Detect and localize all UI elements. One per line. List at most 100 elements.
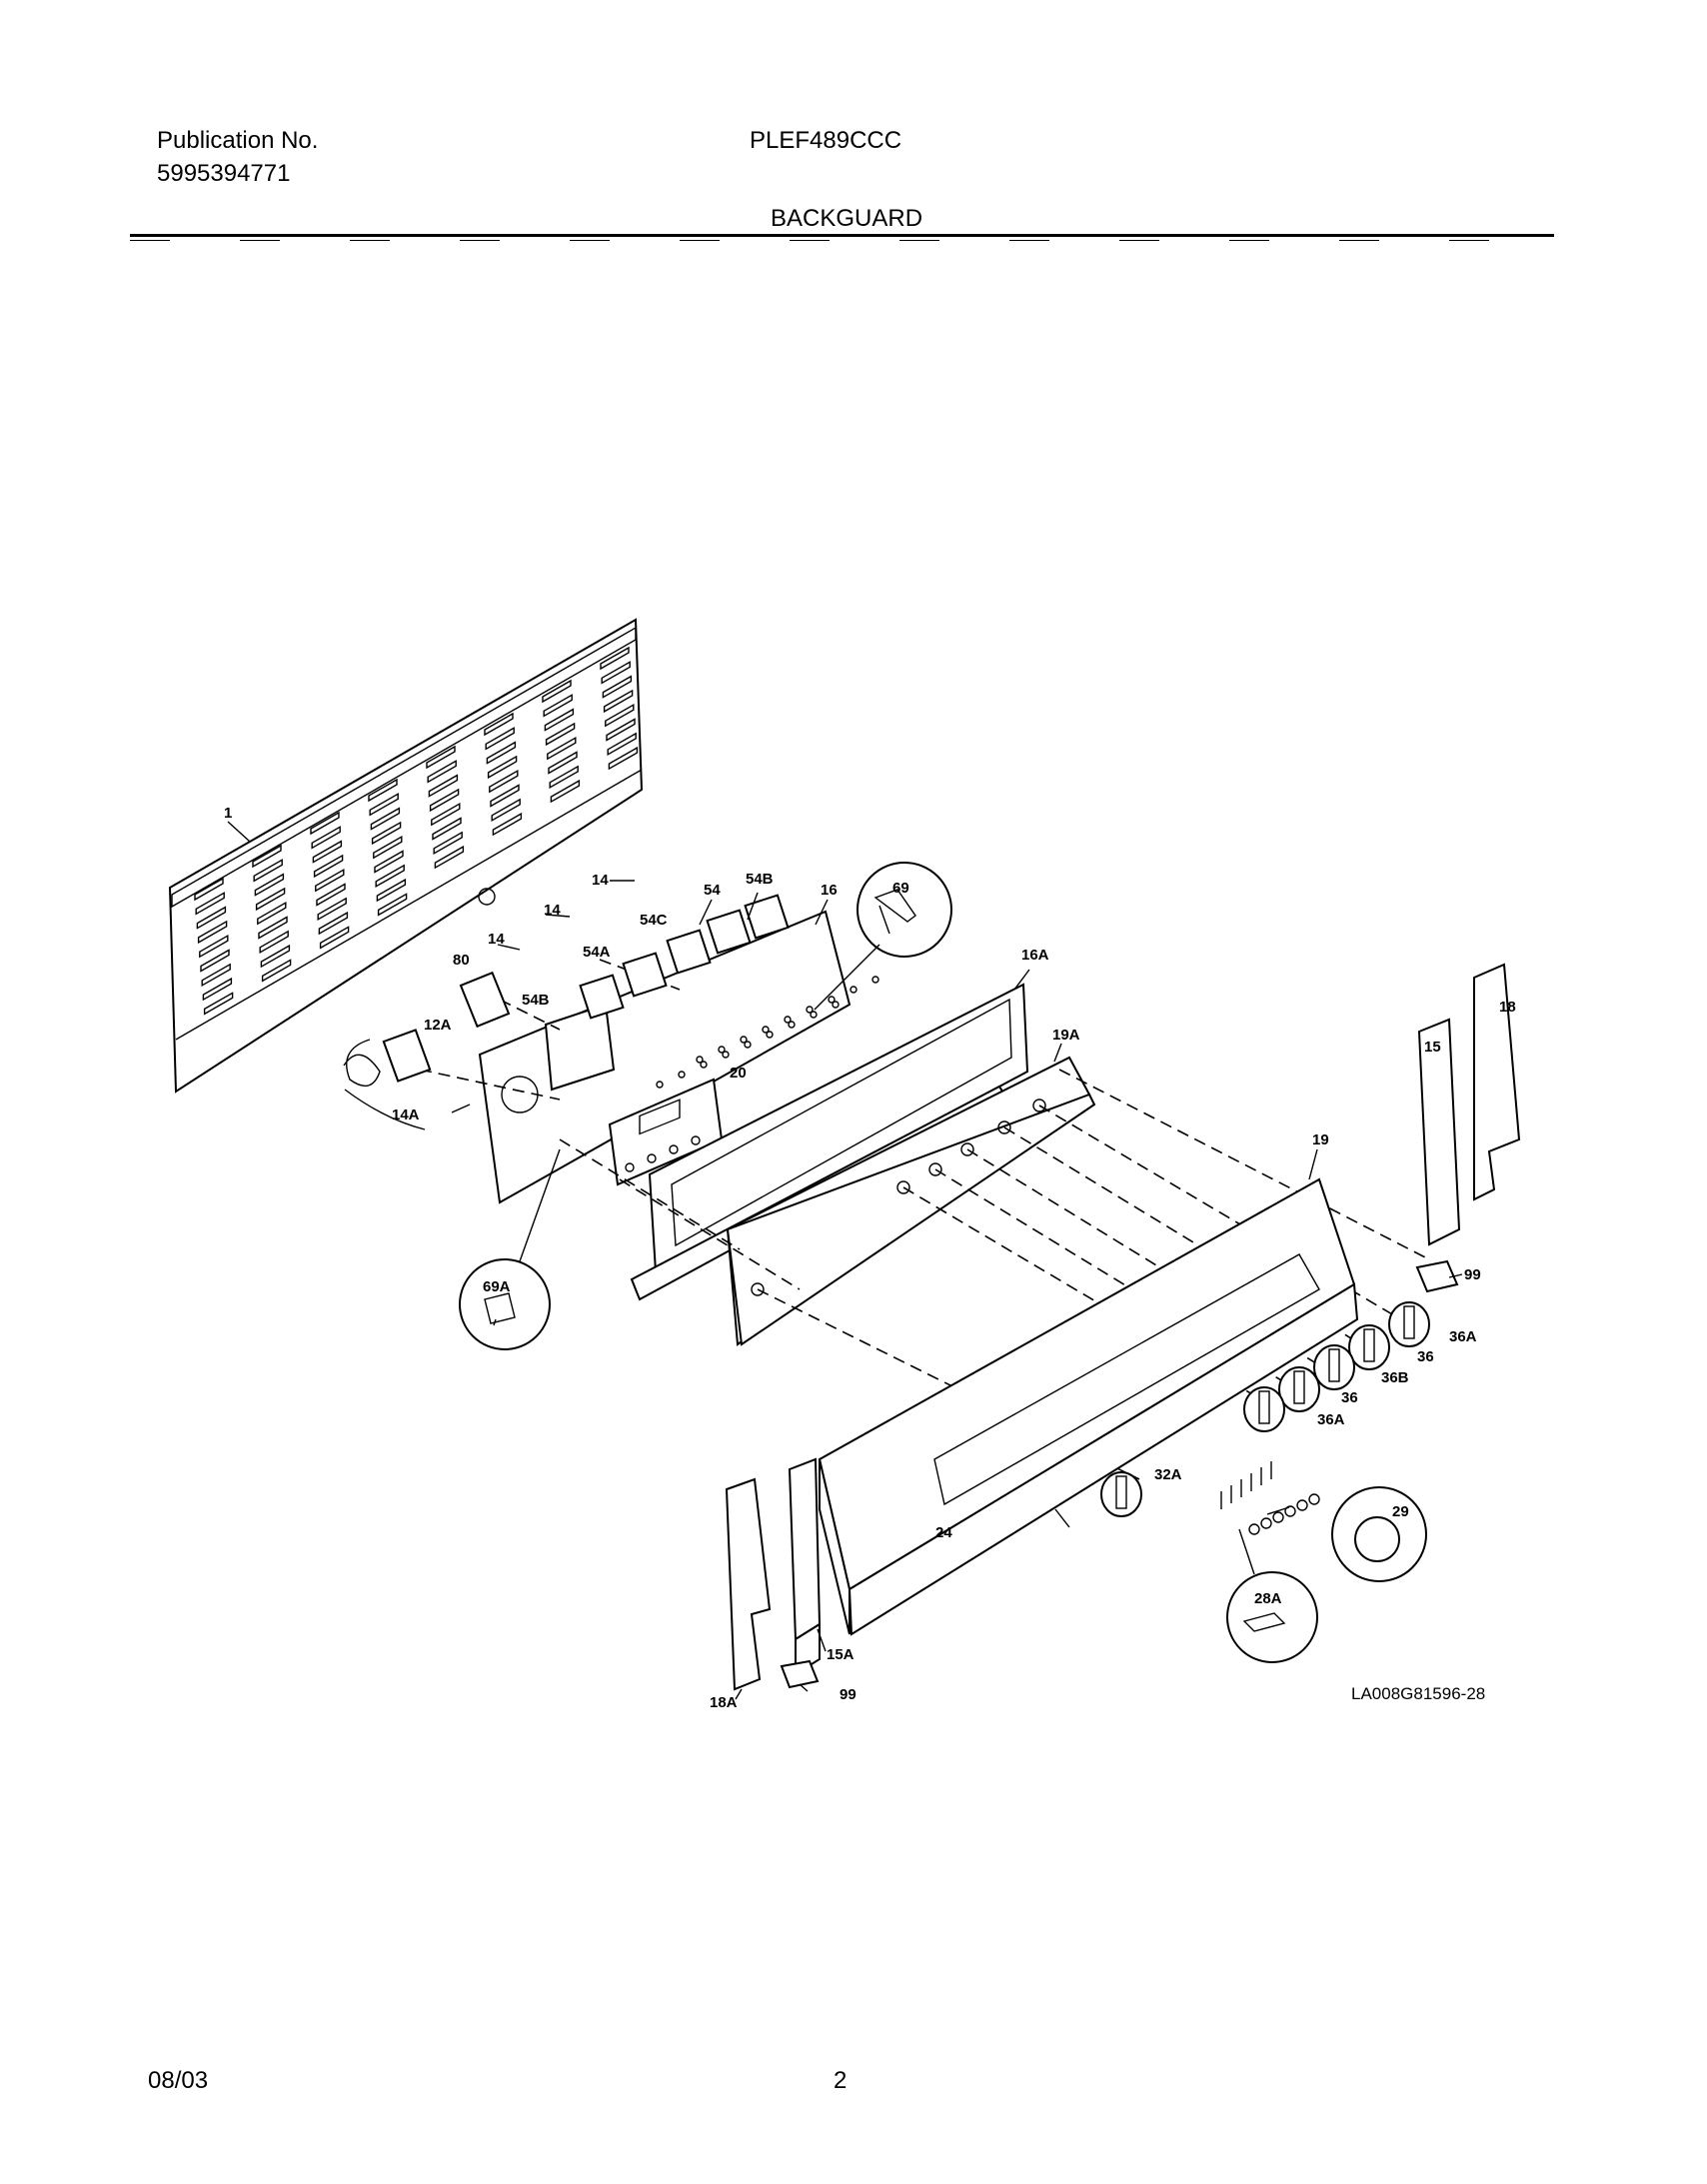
label-19a: 19A [1052, 1027, 1080, 1044]
knob [1100, 1471, 1142, 1517]
vent-slot [312, 840, 343, 864]
overlay-hole [997, 1120, 1011, 1134]
vent-slot [259, 930, 289, 955]
leader-lines [227, 821, 1463, 1700]
assembly-dash [559, 1138, 741, 1250]
callout-29 [1331, 1486, 1427, 1582]
panel-hole [696, 1056, 704, 1064]
label-1: 1 [224, 805, 232, 822]
knob [1243, 1386, 1285, 1432]
backguard-frame-19 [818, 1177, 1359, 1636]
panel-hole [806, 1006, 814, 1014]
thermostat-12a [343, 1029, 432, 1130]
header-rule-dashes [130, 240, 1554, 241]
vent-slot [484, 712, 514, 737]
vent-slot [487, 755, 518, 780]
assembly-dash [499, 999, 561, 1031]
switch-body [666, 929, 712, 975]
vent-slot [376, 878, 407, 903]
knob-grip [1293, 1370, 1305, 1404]
vent-slot [605, 703, 635, 728]
assembly-dash [1003, 1126, 1370, 1350]
panel-hole [718, 1046, 726, 1054]
vent-slot [427, 760, 457, 784]
overlay-hole [896, 1180, 910, 1194]
vent-slot [486, 741, 517, 765]
label-36-mid: 36 [1341, 1389, 1358, 1406]
label-54c: 54C [640, 912, 668, 929]
vent-slot [257, 901, 287, 926]
overlay-hole [1032, 1098, 1046, 1112]
label-36b: 36B [1381, 1369, 1409, 1386]
endcap-left-15a [788, 1457, 822, 1676]
knobs [1100, 1301, 1430, 1517]
switch-body [706, 909, 752, 955]
vent-slot [202, 977, 233, 1002]
vent-slot [203, 992, 234, 1016]
vent-slot [194, 877, 224, 902]
vent-slot [368, 778, 398, 803]
vent-slot [310, 811, 340, 836]
assembly-dash [419, 1069, 561, 1100]
knob-grip [1328, 1348, 1340, 1382]
label-69a: 69A [483, 1278, 511, 1295]
control-button [691, 1135, 701, 1145]
callout-28a [1226, 1528, 1318, 1663]
label-12a: 12A [424, 1017, 452, 1034]
label-14-low: 14 [488, 931, 505, 948]
footer-date: 08/03 [148, 2067, 209, 2094]
label-16: 16 [821, 882, 838, 899]
label-99-low: 99 [840, 1686, 856, 1703]
vent-slot [255, 887, 286, 912]
panel-hole [722, 1051, 730, 1059]
knob [1313, 1344, 1355, 1390]
vent-slot [253, 859, 283, 883]
vent-slot [489, 769, 519, 794]
assembly-dash [1038, 1104, 1410, 1325]
label-36a-top: 36A [1449, 1328, 1477, 1345]
publication-label: Publication No. [157, 127, 319, 154]
vent-slot [199, 934, 229, 959]
label-24: 24 [935, 1524, 952, 1541]
switch-body [579, 974, 625, 1020]
model-number: PLEF489CCC [750, 127, 902, 154]
overlay-19a [726, 1056, 1096, 1346]
knob-grip [1403, 1305, 1415, 1339]
panel-hole [832, 1001, 840, 1009]
label-54a: 54A [583, 944, 611, 961]
vent-slot [258, 916, 288, 940]
vent-slot [195, 892, 225, 916]
vent-slot [311, 826, 341, 850]
sleeve [1260, 1517, 1272, 1529]
label-32a: 32A [1154, 1466, 1182, 1483]
panel-hole [678, 1071, 686, 1079]
vent-slot [375, 864, 405, 889]
vent-slot [485, 727, 515, 751]
switches [579, 894, 790, 1020]
control-panel-16 [478, 910, 879, 1204]
vent-slot [601, 661, 631, 685]
label-15: 15 [1424, 1039, 1441, 1056]
drawing-code: LA008G81596-28 [1351, 1684, 1485, 1703]
label-16a: 16A [1021, 947, 1049, 964]
assembly-dash [902, 1186, 1270, 1405]
vent-slot [492, 812, 523, 837]
vent-slot [491, 798, 521, 823]
label-20: 20 [730, 1065, 747, 1082]
label-99-right: 99 [1464, 1266, 1481, 1283]
vent-slot [260, 944, 291, 969]
vent-slot [373, 835, 403, 860]
overlay-hole [928, 1162, 942, 1176]
label-29: 29 [1392, 1503, 1409, 1520]
label-28a: 28A [1254, 1590, 1282, 1607]
sleeve [1248, 1523, 1260, 1535]
label-14-mid: 14 [544, 902, 561, 919]
callout-69a [459, 1148, 561, 1350]
vent-slot [434, 845, 465, 870]
panel-hole [700, 1061, 708, 1069]
assembly-dash [966, 1148, 1335, 1375]
vent-slot [196, 906, 227, 930]
panel-hole [744, 1041, 752, 1049]
sleeve [1272, 1511, 1284, 1523]
